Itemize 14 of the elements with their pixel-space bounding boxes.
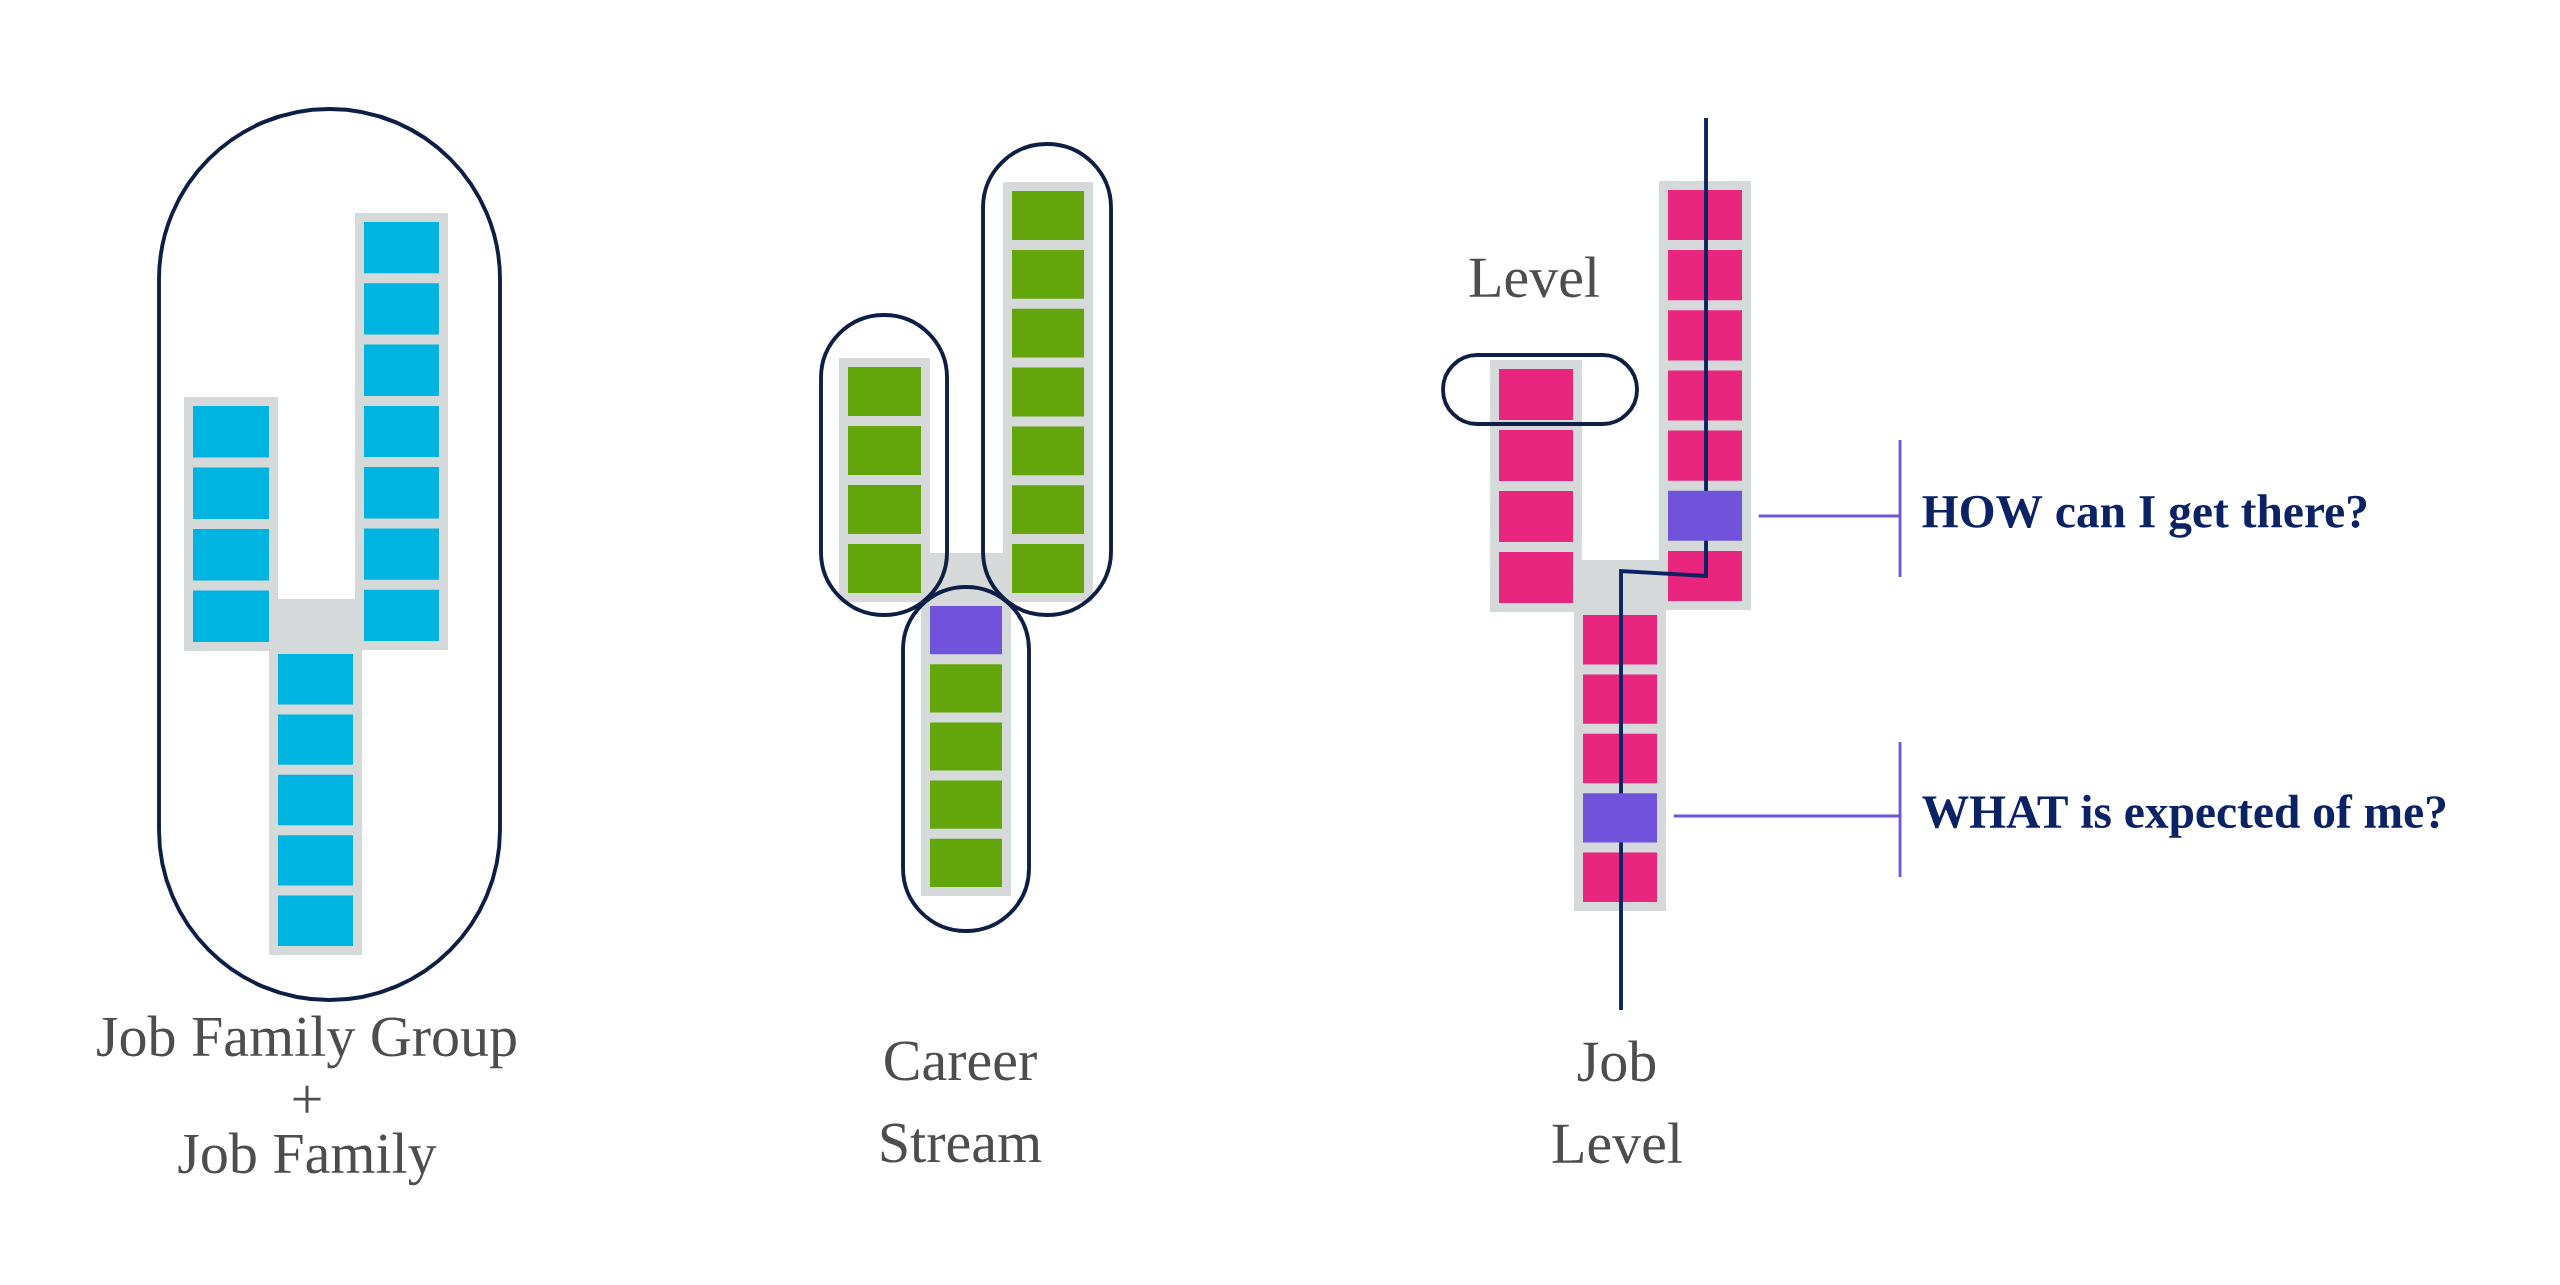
- caption-text: Job Family Group: [97, 1015, 516, 1069]
- caption-text: Career: [885, 1041, 1037, 1081]
- leader-line: [1758, 514, 1900, 518]
- level-block: [1583, 793, 1657, 843]
- caption-text: Job: [1577, 1040, 1656, 1082]
- caption-text: +: [293, 1085, 321, 1113]
- question-text: HOW can I get there?: [1922, 494, 2367, 538]
- leader-line: [1673, 814, 1900, 818]
- level-block: [1668, 490, 1742, 541]
- caption-text: Job Family: [178, 1132, 437, 1186]
- caption-text: Level: [1552, 1122, 1682, 1164]
- caption-text: Stream: [881, 1123, 1042, 1163]
- question-text: WHAT is expected of me?: [1922, 794, 2446, 838]
- level-heading: Level: [1469, 256, 1599, 298]
